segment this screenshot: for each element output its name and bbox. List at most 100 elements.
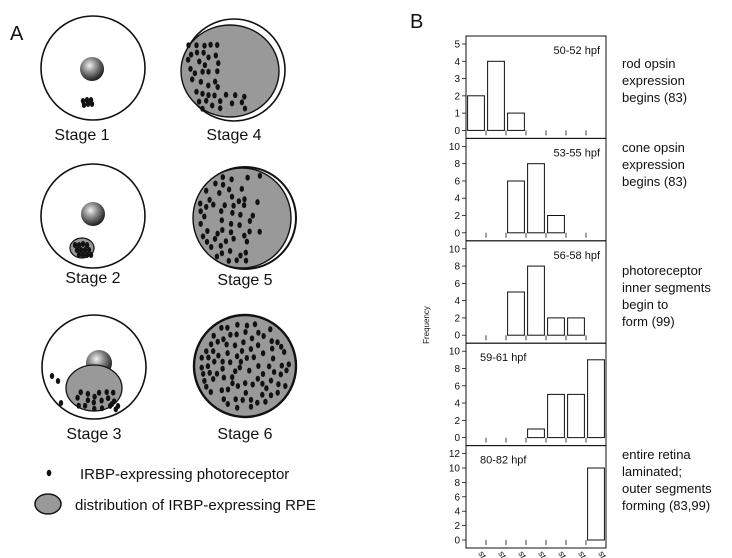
photoreceptor-dot (215, 84, 220, 90)
panel-note-line: cone opsin (622, 140, 685, 155)
stage-1-label: Stage 1 (54, 127, 109, 144)
photoreceptor-dot (205, 228, 210, 234)
y-tick-label: 10 (449, 244, 461, 255)
photoreceptor-dot (215, 68, 220, 75)
panel-time-label: 80-82 hpf (480, 455, 527, 467)
y-tick-label: 8 (454, 262, 460, 273)
photoreceptor-dot (89, 101, 95, 107)
photoreceptor-dot (260, 380, 265, 387)
photoreceptor-dot (210, 102, 215, 109)
photoreceptor-dot (248, 346, 254, 352)
photoreceptor-dot (276, 381, 281, 388)
bar (547, 215, 565, 234)
bar (467, 95, 485, 131)
photoreceptor-dot (202, 42, 207, 49)
x-tick-label: stage 2 (516, 549, 539, 558)
photoreceptor-dot (239, 185, 244, 192)
y-tick-label: 2 (454, 91, 460, 102)
panel-note-line: inner segments (622, 280, 711, 295)
y-tick-label: 2 (454, 521, 460, 532)
photoreceptor-dot (255, 199, 260, 206)
y-tick-label: 4 (454, 399, 460, 410)
photoreceptor-dot (216, 352, 221, 359)
photoreceptor-dot (230, 374, 235, 381)
photoreceptor-dot (256, 329, 261, 336)
photoreceptor-dot (115, 403, 121, 409)
photoreceptor-dot (244, 322, 250, 329)
photoreceptor-dot (283, 383, 288, 389)
panel-note-line: begins (83) (622, 174, 687, 189)
photoreceptor-dot (75, 394, 80, 401)
photoreceptor-dot (220, 174, 225, 181)
photoreceptor-dot (92, 405, 97, 412)
photoreceptor-dot (219, 324, 224, 331)
photoreceptor-dot (211, 376, 216, 382)
photoreceptor-dot (201, 370, 206, 377)
photoreceptor-cluster (185, 41, 248, 112)
photoreceptor-dot (238, 211, 243, 218)
photoreceptor-dot (86, 247, 92, 253)
x-tick-label: stage 1 (496, 549, 519, 558)
photoreceptor-dot (211, 348, 216, 355)
bar (527, 428, 545, 439)
photoreceptor-dot (207, 369, 212, 376)
y-tick-label: 0 (454, 126, 460, 137)
photoreceptor-dot (205, 363, 211, 370)
photoreceptor-dot (214, 370, 220, 377)
photoreceptor-dot (243, 249, 248, 256)
photoreceptor-dot (226, 186, 232, 193)
photoreceptor-dot (268, 377, 274, 384)
panel-time-label: 50-52 hpf (554, 45, 601, 57)
photoreceptor-dot (235, 404, 240, 411)
panel-note-line: begin to (622, 297, 668, 312)
photoreceptor-dot (219, 387, 224, 394)
photoreceptor-dot (76, 402, 81, 409)
photoreceptor-dot (199, 364, 204, 371)
photoreceptor-dot (91, 399, 97, 406)
photoreceptor-dot (78, 247, 84, 253)
stage-4-diagram (180, 18, 286, 122)
photoreceptor-dot (204, 383, 209, 390)
photoreceptor-dot (208, 389, 213, 395)
photoreceptor-dot (279, 343, 284, 350)
photoreceptor-dot (80, 252, 86, 258)
photoreceptor-dot (198, 220, 203, 227)
photoreceptor-dot (226, 257, 231, 264)
photoreceptor-dot (248, 396, 254, 403)
photoreceptor-dot (204, 238, 210, 245)
y-tick-label: 6 (454, 176, 460, 187)
photoreceptor-dot (216, 60, 221, 67)
photoreceptor-dot (212, 78, 218, 85)
y-tick-label: 10 (449, 142, 461, 153)
y-tick-label: 12 (449, 449, 461, 460)
photoreceptor-dot (264, 385, 269, 392)
photoreceptor-dot (225, 350, 230, 357)
photoreceptor-cluster (80, 97, 95, 108)
y-tick-label: 4 (454, 57, 460, 68)
photoreceptor-dot (243, 329, 248, 335)
bar (507, 112, 525, 131)
photoreceptor-dot (218, 105, 223, 112)
photoreceptor-dot (207, 196, 212, 203)
photoreceptor-dot (230, 380, 235, 387)
photoreceptor-dot (194, 88, 199, 95)
photoreceptor-dot (199, 354, 204, 361)
photoreceptor-dot (282, 349, 287, 355)
panel-time-label: 59-61 hpf (480, 352, 527, 364)
photoreceptor-dot (250, 212, 255, 219)
x-tick-label: stage 0 (476, 549, 499, 558)
photoreceptor-dot (221, 336, 226, 343)
photoreceptor-dot (218, 242, 223, 249)
photoreceptor-dot (78, 389, 83, 396)
photoreceptor-dot (237, 222, 242, 229)
stage-5-label: Stage 5 (217, 272, 272, 289)
panel-a-label: A (10, 23, 24, 45)
y-tick-label: 2 (454, 416, 460, 427)
photoreceptor-dot (206, 92, 211, 99)
photoreceptor-dot (241, 202, 247, 209)
photoreceptor-dot (55, 378, 61, 384)
y-tick-label: 4 (454, 194, 460, 205)
photoreceptor-dot (84, 242, 90, 248)
photoreceptor-dot (230, 209, 235, 216)
